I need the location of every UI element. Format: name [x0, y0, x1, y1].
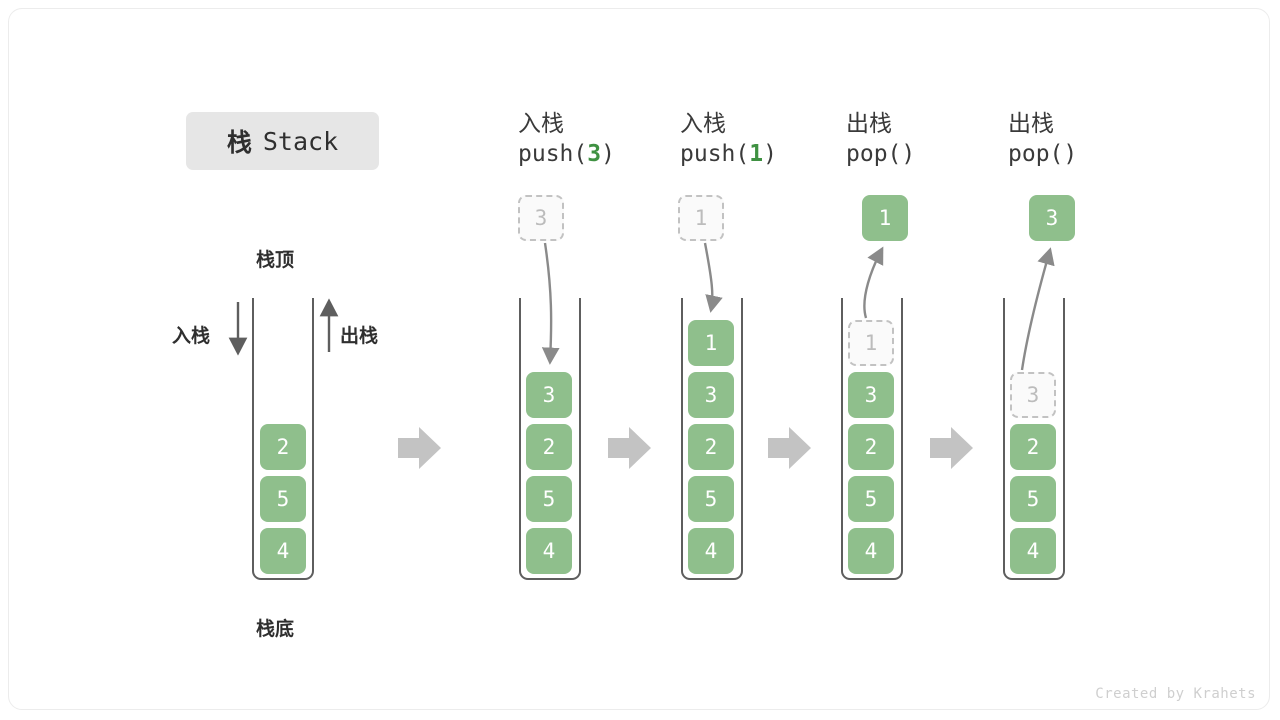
op-header-cn: 入栈	[518, 110, 564, 136]
floating-value-ghost: 1	[678, 195, 724, 241]
op-code-pre: pop(	[1008, 141, 1064, 167]
op-header-code: push(3)	[518, 138, 615, 170]
stack-cell: 4	[260, 528, 306, 574]
stack-cell: 2	[1010, 424, 1056, 470]
op-code-post: )	[901, 141, 916, 167]
stack-cell: 5	[688, 476, 734, 522]
stack-cell: 2	[526, 424, 572, 470]
floating-value-ghost: 3	[518, 195, 564, 241]
floating-value-popped: 1	[862, 195, 908, 241]
title-label-cn: 栈	[226, 129, 253, 157]
stack-cell: 2	[848, 424, 894, 470]
op-code-arg: 3	[587, 141, 602, 167]
stack-cell: 5	[526, 476, 572, 522]
floating-value-popped: 3	[1029, 195, 1075, 241]
stack-bottom-label: 栈底	[256, 619, 295, 640]
stack-cell-ghost: 3	[1010, 372, 1056, 418]
stage-arrow-2-icon	[608, 427, 651, 469]
op-header-cn: 出栈	[846, 110, 892, 136]
op-header-code: pop()	[1008, 138, 1077, 170]
stage-arrow-3-icon	[768, 427, 811, 469]
op-code-pre: pop(	[846, 141, 902, 167]
op-header-push-1: 入栈 push(1)	[680, 108, 777, 170]
op-header-cn: 出栈	[1008, 110, 1054, 136]
stack-cell: 5	[848, 476, 894, 522]
op-code-arg: 1	[749, 141, 764, 167]
stack-cell: 3	[526, 372, 572, 418]
title-badge: 栈 Stack	[186, 112, 379, 170]
op-header-pop-1: 出栈 pop()	[846, 108, 915, 170]
op-code-post: )	[1063, 141, 1078, 167]
stack-cell: 4	[1010, 528, 1056, 574]
stage-arrow-4-icon	[930, 427, 973, 469]
op-header-code: pop()	[846, 138, 915, 170]
stack-top-label: 栈顶	[256, 250, 295, 271]
stack-cell: 4	[526, 528, 572, 574]
op-code-pre: push(	[518, 141, 588, 167]
stack-cell: 3	[848, 372, 894, 418]
stack-cell: 4	[848, 528, 894, 574]
op-header-cn: 入栈	[680, 110, 726, 136]
stack-container	[681, 298, 743, 580]
stack-cell: 4	[688, 528, 734, 574]
stack-cell: 5	[260, 476, 306, 522]
stack-cell: 2	[688, 424, 734, 470]
stack-cell-ghost: 1	[848, 320, 894, 366]
op-code-post: )	[601, 141, 615, 167]
stack-cell: 2	[260, 424, 306, 470]
credit-text: Created by Krahets	[1095, 686, 1256, 702]
stack-cell: 5	[1010, 476, 1056, 522]
push-side-label: 入栈	[172, 326, 211, 347]
title-label-en: Stack	[262, 126, 339, 156]
op-header-push-3: 入栈 push(3)	[518, 108, 615, 170]
stack-cell: 1	[688, 320, 734, 366]
op-code-pre: push(	[680, 141, 750, 167]
stack-container	[519, 298, 581, 580]
op-header-pop-3: 出栈 pop()	[1008, 108, 1077, 170]
pop-side-label: 出栈	[340, 326, 379, 347]
op-header-code: push(1)	[680, 138, 777, 170]
stack-container	[841, 298, 903, 580]
stack-container	[252, 298, 314, 580]
stack-container	[1003, 298, 1065, 580]
op-code-post: )	[763, 141, 777, 167]
stage-arrow-1-icon	[398, 427, 441, 469]
stack-cell: 3	[688, 372, 734, 418]
